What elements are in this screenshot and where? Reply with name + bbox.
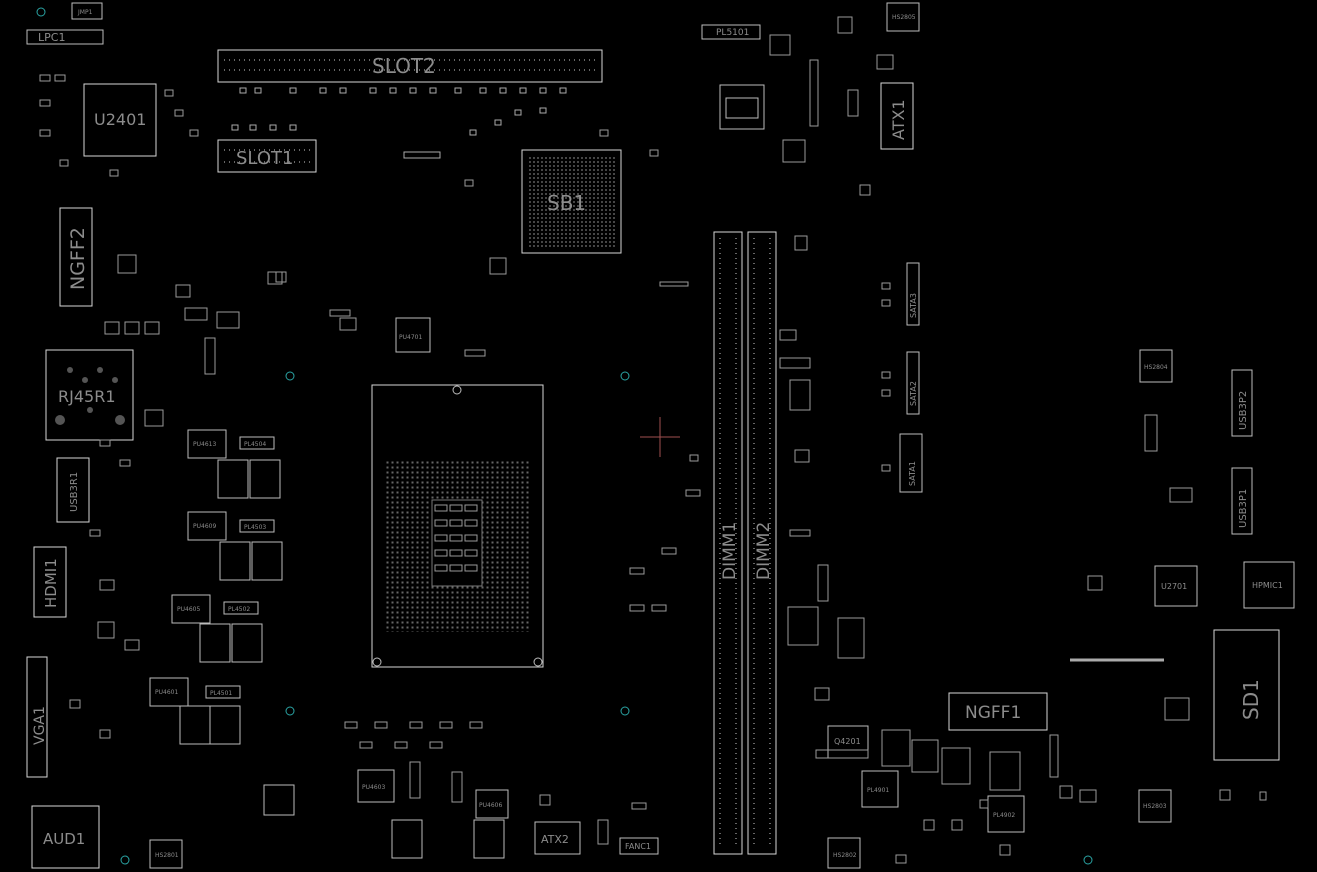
pl4902-label: PL4902 xyxy=(993,812,1015,819)
usb3p1-outline[interactable] xyxy=(1231,467,1253,535)
aud1-outline[interactable] xyxy=(31,805,100,869)
pl4504-label: PL4504 xyxy=(244,441,266,448)
sata3-label: SATA3 xyxy=(909,293,918,318)
ic-near-atx1[interactable] xyxy=(719,84,765,130)
sb1-outline[interactable] xyxy=(521,149,622,254)
pu4605-label: PU4605 xyxy=(177,606,200,613)
rj45r1-label: RJ45R1 xyxy=(58,387,116,406)
hs2803-outline[interactable] xyxy=(1138,789,1172,823)
hpmic1-outline[interactable] xyxy=(1243,561,1295,609)
hpmic1-label: HPMIC1 xyxy=(1252,581,1283,590)
hdmi1-outline[interactable] xyxy=(33,546,67,618)
pl4902-outline[interactable] xyxy=(987,795,1025,833)
sata2-outline[interactable] xyxy=(906,351,920,415)
slot1-label: SLOT1 xyxy=(236,148,293,169)
dimm1-outline[interactable] xyxy=(713,231,743,855)
usb3p2-outline[interactable] xyxy=(1231,369,1253,437)
cpu-socket-center xyxy=(431,499,483,587)
sata3-outline[interactable] xyxy=(906,262,920,326)
hs2803-label: HS2803 xyxy=(1143,803,1167,810)
q4201-label: Q4201 xyxy=(834,737,861,746)
slot2-label: SLOT2 xyxy=(372,54,436,78)
hs2805-outline[interactable] xyxy=(886,2,920,32)
pl4501-label: PL4501 xyxy=(210,690,232,697)
scattered-passives xyxy=(39,16,1267,864)
hs2805-label: HS2805 xyxy=(892,14,916,21)
sata1-label: SATA1 xyxy=(908,461,917,486)
lpc1-outline[interactable] xyxy=(26,29,104,45)
pl4503-label: PL4503 xyxy=(244,524,266,531)
lpc1-label: LPC1 xyxy=(38,31,65,44)
passive-components-row xyxy=(231,87,567,159)
ngff2-outline[interactable] xyxy=(59,207,93,307)
usb3r1-label: USB3R1 xyxy=(69,472,80,512)
usb3p2-label: USB3P2 xyxy=(1238,391,1249,430)
usb3r1-outline[interactable] xyxy=(56,457,90,523)
ngff1-label: NGFF1 xyxy=(965,703,1021,723)
cpu-socket-outline[interactable] xyxy=(371,384,544,668)
vga1-label: VGA1 xyxy=(32,706,48,745)
ngff1-outline[interactable] xyxy=(948,692,1048,731)
pl5101-outline[interactable] xyxy=(701,24,761,40)
pl4901-outline[interactable] xyxy=(861,770,899,808)
hs2801-outline[interactable] xyxy=(149,839,183,869)
atx1-outline[interactable] xyxy=(880,82,914,150)
mount-hole xyxy=(36,7,46,17)
pu4609-label: PU4609 xyxy=(193,523,216,530)
u2401-label: U2401 xyxy=(94,110,146,129)
hs2802-label: HS2802 xyxy=(833,852,857,859)
cpu-center-caps xyxy=(434,504,478,572)
vrm-components xyxy=(149,317,509,859)
pl4502-label: PL4502 xyxy=(228,606,250,613)
slot2-outline[interactable] xyxy=(217,49,603,83)
sata2-label: SATA2 xyxy=(909,381,918,406)
jmp1-outline[interactable] xyxy=(71,2,103,20)
slot1-outline[interactable] xyxy=(217,139,317,173)
mount-hole xyxy=(120,855,130,865)
rj45r1-outline[interactable] xyxy=(45,349,134,441)
crosshair-cursor xyxy=(640,417,680,457)
sb1-ball-grid xyxy=(528,156,615,247)
rj45r1-pins xyxy=(55,367,125,425)
dimm1-label: DIMM1 xyxy=(720,522,740,580)
pu4601-label: PU4601 xyxy=(155,689,178,696)
pl5101-label: PL5101 xyxy=(716,28,749,38)
atx2-label: ATX2 xyxy=(541,833,569,846)
dimm2-outline[interactable] xyxy=(747,231,777,855)
u2701-outline[interactable] xyxy=(1154,565,1198,607)
pu4603-label: PU4603 xyxy=(362,784,385,791)
pu4701-label: PU4701 xyxy=(399,334,422,341)
hs2804-label: HS2804 xyxy=(1144,364,1168,371)
vga1-outline[interactable] xyxy=(26,656,48,778)
u2401-outline[interactable] xyxy=(83,83,157,157)
fanc1-label: FANC1 xyxy=(625,842,651,851)
hs2802-outline[interactable] xyxy=(827,837,861,869)
pu4606-label: PU4606 xyxy=(479,802,502,809)
dimm2-label: DIMM2 xyxy=(754,522,774,580)
dimm-pins xyxy=(719,238,771,848)
jmp1-label: JMP1 xyxy=(77,9,93,16)
atx2-outline[interactable] xyxy=(534,821,581,855)
sd1-label: SD1 xyxy=(1239,679,1263,720)
sata1-outline[interactable] xyxy=(899,433,923,493)
slot2-pins xyxy=(224,59,596,71)
sd1-outline[interactable] xyxy=(1213,629,1280,761)
atx1-label: ATX1 xyxy=(889,99,908,140)
aud1-label: AUD1 xyxy=(43,830,85,848)
u2701-label: U2701 xyxy=(1161,582,1187,591)
sb1-label: SB1 xyxy=(547,191,586,215)
pl4901-label: PL4901 xyxy=(867,787,889,794)
hs2804-outline[interactable] xyxy=(1139,349,1173,383)
fanc1-outline[interactable] xyxy=(619,837,659,855)
usb3p1-label: USB3P1 xyxy=(1238,489,1249,528)
ngff2-label: NGFF2 xyxy=(67,227,89,290)
hdmi1-label: HDMI1 xyxy=(42,558,60,608)
hs2801-label: HS2801 xyxy=(155,852,179,859)
pu4613-label: PU4613 xyxy=(193,441,216,448)
